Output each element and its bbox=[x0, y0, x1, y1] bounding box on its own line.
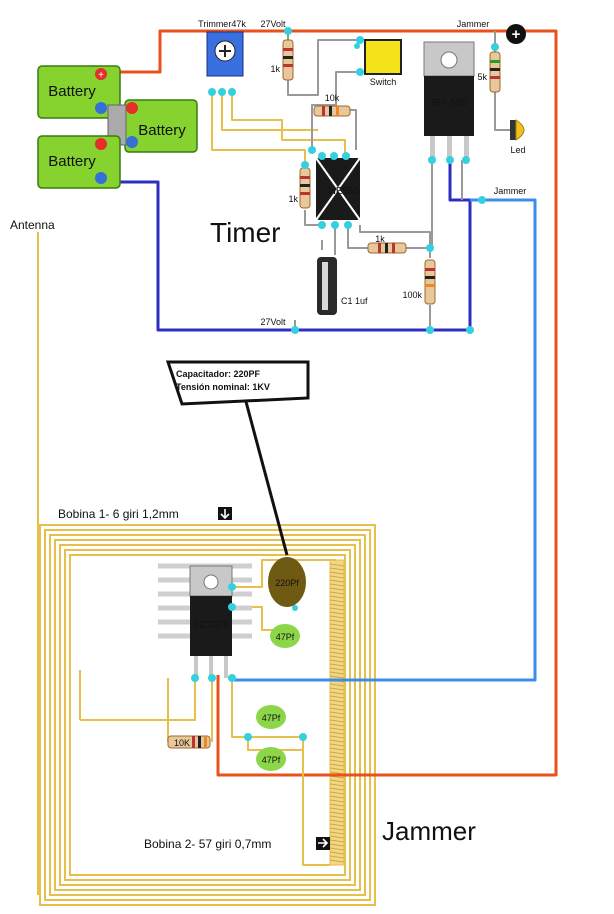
volt-top-label: 27Volt bbox=[260, 19, 286, 29]
resistor-100k: 100k bbox=[402, 259, 436, 305]
capacitor-220pf: 220Pf bbox=[268, 557, 306, 607]
switch: Switch bbox=[364, 39, 402, 87]
wire-jammer bbox=[232, 198, 537, 682]
svg-text:Trimmer47k: Trimmer47k bbox=[198, 19, 246, 29]
note-pointer bbox=[243, 397, 289, 556]
svg-text:47Pf: 47Pf bbox=[276, 632, 295, 642]
svg-text:220Pf: 220Pf bbox=[275, 578, 299, 588]
sc2078-transistor: SC2078 bbox=[158, 563, 252, 678]
svg-text:1k: 1k bbox=[288, 194, 298, 204]
svg-text:5k: 5k bbox=[477, 72, 487, 82]
wire-ground bbox=[100, 160, 472, 332]
volt-bottom-label: 27Volt bbox=[260, 317, 286, 327]
svg-text:Bobina 2- 57 giri 0,7mm: Bobina 2- 57 giri 0,7mm bbox=[144, 837, 271, 851]
jammer-right-label: Jammer bbox=[494, 186, 527, 196]
svg-text:1k: 1k bbox=[270, 64, 280, 74]
svg-text:Battery: Battery bbox=[48, 83, 96, 100]
svg-text:NE555: NE555 bbox=[329, 186, 360, 197]
svg-text:10k: 10k bbox=[325, 93, 340, 103]
resistor-1k-right: 1k bbox=[367, 234, 407, 254]
svg-text:+: + bbox=[98, 70, 104, 81]
jammer-title: Jammer bbox=[382, 816, 476, 846]
coil-bobina-1 bbox=[39, 524, 376, 906]
resistor-1k-mid: 1k bbox=[288, 167, 311, 209]
connection-nodes bbox=[191, 27, 499, 741]
svg-text:47Pf: 47Pf bbox=[262, 713, 281, 723]
led: Led bbox=[510, 119, 526, 155]
svg-text:100k: 100k bbox=[402, 290, 422, 300]
bobina-1-label: Bobina 1- 6 giri 1,2mm bbox=[58, 507, 232, 521]
trimmer-47k: Trimmer47k bbox=[198, 19, 246, 77]
capacitor-47pf-1: 47Pf bbox=[270, 624, 300, 648]
battery-1: Battery + bbox=[37, 65, 121, 119]
battery-3: Battery bbox=[37, 135, 121, 189]
svg-text:Battery: Battery bbox=[48, 153, 96, 170]
plus-terminal-icon: + bbox=[506, 24, 526, 44]
svg-text:C1 1uf: C1 1uf bbox=[341, 296, 368, 306]
bobina-2-label: Bobina 2- 57 giri 0,7mm bbox=[144, 837, 330, 851]
svg-text:Capacitador: 220PF: Capacitador: 220PF bbox=[176, 369, 261, 379]
capacitor-47pf-2: 47Pf bbox=[256, 705, 286, 729]
svg-text:Tensión nominal: 1KV: Tensión nominal: 1KV bbox=[176, 382, 270, 392]
svg-text:Bobina 1- 6 giri 1,2mm: Bobina 1- 6 giri 1,2mm bbox=[58, 507, 179, 521]
resistor-5k: 5k bbox=[477, 51, 501, 93]
svg-text:10K: 10K bbox=[174, 738, 190, 748]
coil-bobina-2 bbox=[329, 559, 345, 866]
timer-title: Timer bbox=[210, 217, 281, 248]
resistor-10k: 10k bbox=[313, 93, 351, 117]
battery-2: Battery bbox=[107, 99, 198, 153]
irf520-transistor: IRF 520 bbox=[423, 41, 475, 160]
svg-text:Battery: Battery bbox=[138, 122, 186, 139]
capacitor-note-box: Capacitador: 220PF Tensión nominal: 1KV bbox=[165, 360, 310, 406]
resistor-1k-left: 1k bbox=[270, 39, 294, 81]
capacitor-47pf-3: 47Pf bbox=[256, 747, 286, 771]
resistor-10k-bottom: 10K bbox=[167, 735, 211, 749]
antenna-label: Antenna bbox=[10, 218, 55, 232]
svg-text:1k: 1k bbox=[375, 234, 385, 244]
svg-text:Led: Led bbox=[510, 145, 525, 155]
jammer-top-label: Jammer bbox=[457, 19, 490, 29]
wire-positive bbox=[100, 29, 558, 777]
svg-text:+: + bbox=[512, 26, 521, 43]
svg-text:Switch: Switch bbox=[370, 77, 397, 87]
svg-text:IRF 520: IRF 520 bbox=[431, 98, 467, 109]
capacitor-c1: C1 1uf bbox=[317, 257, 368, 315]
svg-text:SC2078: SC2078 bbox=[193, 620, 230, 631]
svg-text:47Pf: 47Pf bbox=[262, 755, 281, 765]
ne555-chip: NE555 bbox=[315, 157, 361, 221]
